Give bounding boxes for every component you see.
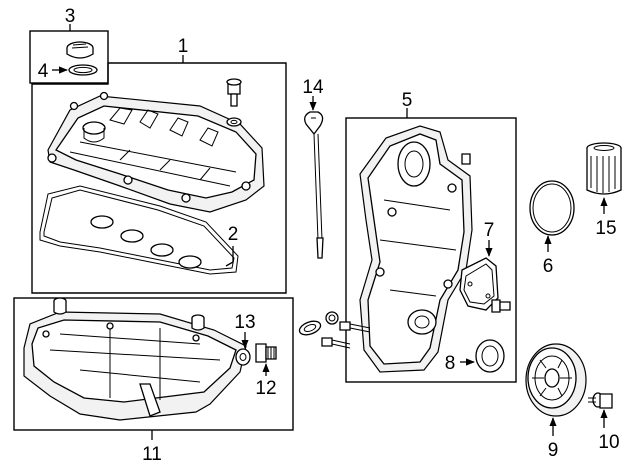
access-cover-bolt	[491, 299, 511, 313]
callout-12: 12	[255, 378, 276, 399]
crankshaft-front-seal	[475, 339, 505, 373]
oil-pan	[23, 311, 247, 421]
drain-plug-washer	[235, 348, 251, 366]
callout-14: 14	[302, 77, 324, 98]
callout-1: 1	[178, 36, 189, 57]
cover-mounting-bolts	[321, 321, 371, 349]
valve-cover-gasket	[39, 185, 239, 275]
valve-cover	[47, 91, 265, 213]
callout-11: 11	[142, 444, 162, 465]
callout-7: 7	[484, 220, 495, 241]
valve-cover-group-frame	[31, 62, 287, 294]
access-cover-gasket	[459, 257, 499, 311]
crankshaft-pulley-bolt	[588, 392, 613, 409]
oil-cap-group-frame	[29, 30, 109, 84]
timing-chain-cover	[359, 125, 473, 373]
callout-10: 10	[598, 432, 619, 453]
valve-cover-bolt	[226, 78, 242, 127]
oil-dipstick	[304, 111, 324, 259]
callout-3: 3	[65, 6, 76, 27]
cover-small-seals	[298, 311, 339, 336]
callout-8: 8	[445, 353, 456, 374]
cap-seal-ring	[68, 64, 98, 76]
callout-5: 5	[402, 90, 413, 111]
o-ring-seal	[529, 180, 575, 236]
callout-6: 6	[543, 256, 554, 277]
drain-plug	[255, 343, 277, 363]
callout-9: 9	[548, 440, 559, 461]
crankshaft-pulley	[525, 343, 587, 417]
leader-2-tip	[225, 261, 234, 267]
spark-plug-seals	[90, 215, 202, 269]
oil-pan-dowel	[53, 297, 67, 315]
oil-filler-cap	[66, 41, 94, 59]
timing-cover-group-frame	[345, 117, 517, 383]
callout-13: 13	[234, 312, 255, 333]
oil-pan-group-frame	[13, 297, 294, 431]
callout-2: 2	[228, 224, 239, 245]
callout-4: 4	[38, 61, 49, 82]
callout-15: 15	[595, 218, 616, 239]
oil-filter	[586, 142, 622, 195]
oil-pan-dowel-2	[191, 314, 205, 331]
